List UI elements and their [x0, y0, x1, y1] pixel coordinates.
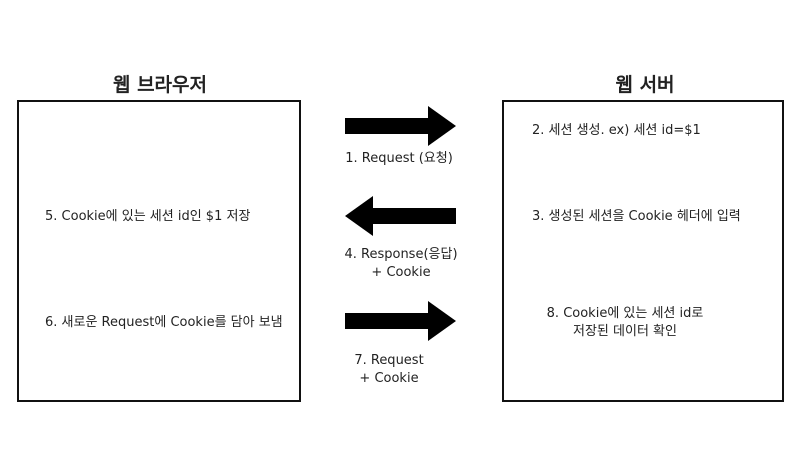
server-step-8: 8. Cookie에 있는 세션 id로 저장된 데이터 확인: [547, 305, 704, 341]
response-arrow: [345, 196, 456, 236]
message-7-line-2: + Cookie: [359, 371, 419, 386]
server-step-8-line-1: 8. Cookie에 있는 세션 id로: [546, 306, 704, 321]
server-title: 웹 서버: [615, 74, 675, 96]
browser-step-6: 6. 새로운 Request에 Cookie를 담아 보냄: [45, 315, 283, 330]
message-4-line-2: + Cookie: [371, 265, 431, 280]
browser-box: [17, 100, 301, 402]
message-1-label: 1. Request (요청): [345, 151, 453, 166]
request-arrow: [345, 106, 456, 146]
server-step-2: 2. 세션 생성. ex) 세션 id=$1: [532, 123, 701, 138]
message-7-label: 7. Request + Cookie: [354, 352, 423, 388]
server-step-3: 3. 생성된 세션을 Cookie 헤더에 입력: [532, 209, 741, 224]
message-7-line-1: 7. Request: [354, 353, 424, 368]
browser-step-5: 5. Cookie에 있는 세션 id인 $1 저장: [45, 209, 251, 224]
server-box: [502, 100, 784, 402]
server-step-8-line-2: 저장된 데이터 확인: [573, 324, 677, 339]
browser-title: 웹 브라우저: [112, 74, 207, 96]
request-with-cookie-arrow: [345, 301, 456, 341]
message-4-label: 4. Response(응답) + Cookie: [344, 246, 457, 282]
message-4-line-1: 4. Response(응답): [344, 247, 458, 262]
